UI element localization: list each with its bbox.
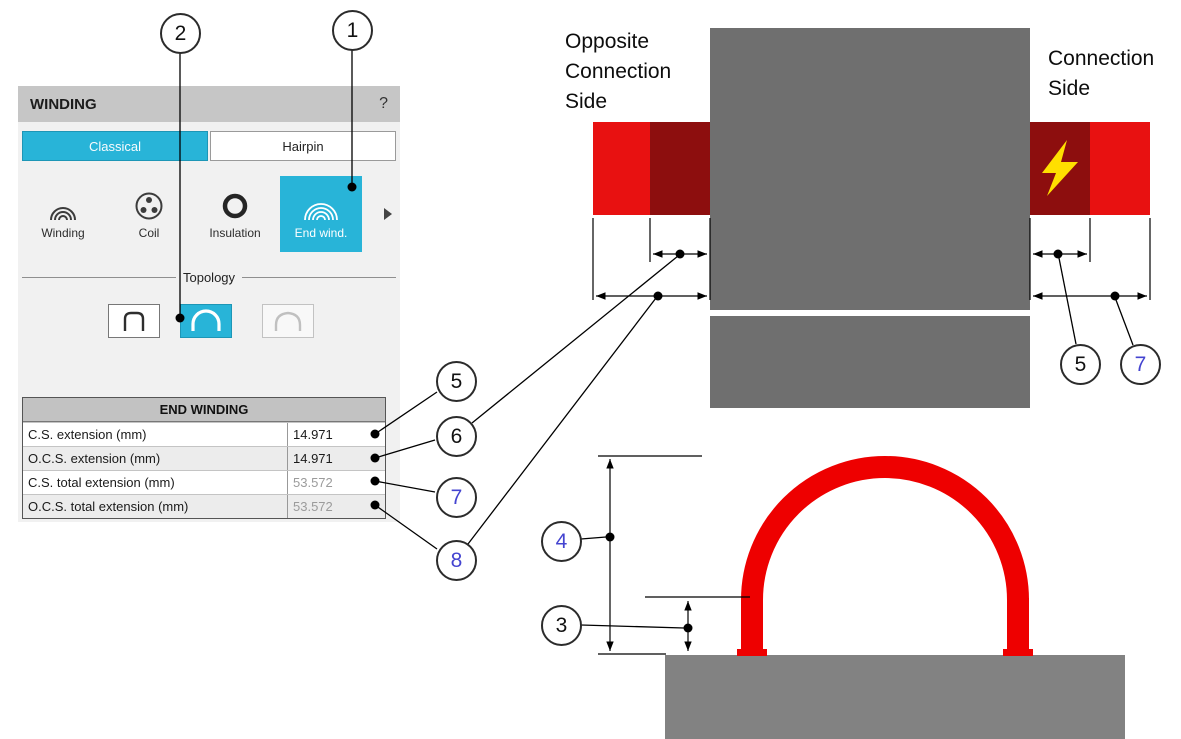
callout-3-number: 3 [555,613,568,637]
top-dimension-lines [592,218,1151,300]
help-button[interactable]: ? [379,95,388,112]
toolbar-label-coil: Coil [138,225,160,240]
row-value-readonly: 53.572 [287,495,385,518]
callout-7-table: 7 [436,477,477,518]
winding-type-tabs: Classical Hairpin [22,131,396,161]
row-value-input[interactable]: 14.971 [287,447,385,470]
hairpin-arc [741,456,1029,655]
callout-3: 3 [541,605,582,646]
square-arch-icon [123,311,145,331]
slot-slab [665,655,1125,739]
callout-5-diagram: 5 [1060,344,1101,385]
ocs-end-winding-outer [593,122,650,215]
tab-classical-label: Classical [88,138,141,154]
callout-7-diagram-number: 7 [1134,352,1147,376]
toolbar-overflow-arrow-icon[interactable] [384,208,392,220]
arc-foot-right [1003,649,1033,656]
callout-8: 8 [436,540,477,581]
round-arch-icon [191,309,221,331]
topology-section-legend: Topology [22,270,397,285]
cs-end-winding-inner [1030,122,1090,215]
legend-rule-right [242,277,397,278]
toolbar-button-insulation[interactable]: Insulation [194,176,276,252]
callout-7-number: 7 [450,485,463,509]
callout-6: 6 [436,416,477,457]
tab-hairpin-label: Hairpin [282,138,324,154]
tab-hairpin[interactable]: Hairpin [210,131,396,161]
callout-1-number: 1 [346,18,359,42]
toolbar-label-end-winding: End wind. [294,225,348,240]
topology-label: Topology [182,270,236,285]
row-label: O.C.S. extension (mm) [28,451,161,466]
coil-icon [135,192,163,219]
end-winding-table: END WINDING C.S. extension (mm) 14.971 O… [22,397,386,519]
topology-button-square-arch[interactable] [108,304,160,338]
callout-2: 2 [160,13,201,54]
arc-foot-left [737,649,767,656]
callout-2-number: 2 [174,21,187,45]
callout-5-table: 5 [436,361,477,402]
callout-8-number: 8 [450,548,463,572]
hairpin-arc-diagram [665,456,1125,739]
table-row-cs-extension: C.S. extension (mm) 14.971 [23,422,385,446]
callout-4: 4 [541,521,582,562]
row-value-input[interactable]: 14.971 [287,423,385,446]
row-label: O.C.S. total extension (mm) [28,499,189,514]
toolbar-button-winding[interactable]: Winding [22,176,104,252]
panel-header: WINDING ? [18,86,400,122]
winding-toolbar: Winding Coil Insulation [22,176,382,252]
toolbar-label-insulation: Insulation [209,225,261,240]
ocs-end-winding-inner [650,122,710,215]
stator-lamination-diagram [710,28,1030,408]
table-row-ocs-total-extension: O.C.S. total extension (mm) 53.572 [23,494,385,518]
cs-end-winding-outer [1090,122,1150,215]
topology-button-pointed-arch[interactable] [262,304,314,338]
tab-classical[interactable]: Classical [22,131,208,161]
bottom-dimension-lines [598,455,750,655]
winding-panel: WINDING ? Classical Hairpin Winding [18,86,400,522]
end-winding-icon [304,202,338,220]
callout-4-number: 4 [555,529,568,553]
callout-6-number: 6 [450,424,463,448]
callout-7-diagram: 7 [1120,344,1161,385]
lamination-body [710,28,1030,310]
panel-title: WINDING [30,95,97,113]
end-winding-blocks [593,122,1150,215]
legend-rule-left [22,277,176,278]
row-label: C.S. extension (mm) [28,427,147,442]
insulation-icon [222,193,248,218]
row-label: C.S. total extension (mm) [28,475,175,490]
connection-side-label: Connection Side [1048,47,1155,100]
end-winding-table-header: END WINDING [23,398,385,422]
callout-5-diagram-number: 5 [1074,352,1087,376]
table-row-cs-total-extension: C.S. total extension (mm) 53.572 [23,470,385,494]
opposite-connection-side-label: Opposite Connection Side [565,30,672,113]
toolbar-label-winding: Winding [41,225,85,240]
toolbar-button-end-winding[interactable]: End wind. [280,176,362,252]
table-row-ocs-extension: O.C.S. extension (mm) 14.971 [23,446,385,470]
callout-5-number: 5 [450,369,463,393]
lightning-bolt-icon [1042,140,1078,196]
lamination-lower-body [710,316,1030,408]
winding-icon [50,206,76,220]
toolbar-button-coil[interactable]: Coil [108,176,190,252]
topology-button-round-arch-selected[interactable] [180,304,232,338]
callout-1: 1 [332,10,373,51]
pointed-arch-icon [274,311,302,331]
row-value-readonly: 53.572 [287,471,385,494]
